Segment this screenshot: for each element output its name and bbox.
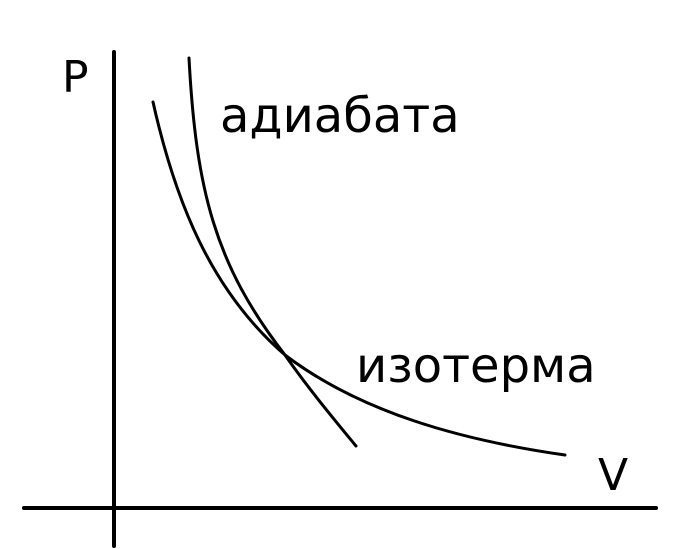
x-axis-label: V [598,450,628,501]
y-axis-label: P [62,52,89,103]
isotherm-curve [151,100,567,457]
adiabat-label: адиабата [220,88,460,144]
adiabat-curve [187,56,358,448]
isotherm-label: изотерма [356,338,596,394]
